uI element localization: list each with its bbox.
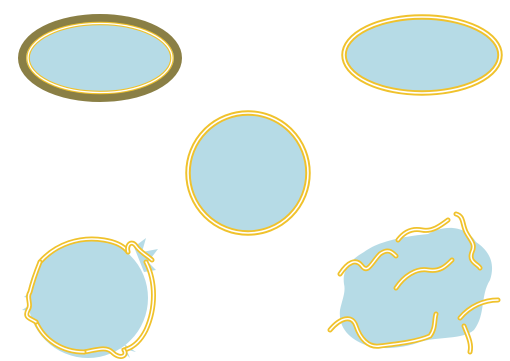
circle-double-gold-border [188, 113, 308, 233]
blob-fragmented-wavy-border [330, 214, 498, 352]
ellipse-thick-olive-border [22, 18, 178, 98]
ellipse-double-gold-border [344, 17, 500, 93]
blob-fill [340, 228, 492, 348]
circle-wavy-broken-border [22, 238, 158, 358]
